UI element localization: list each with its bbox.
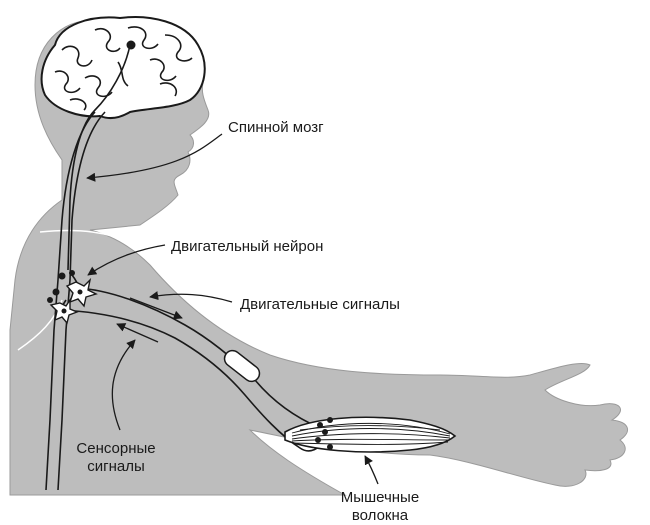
signal-arrows [116,297,183,343]
motor-axon [77,287,321,429]
nerve-bundle [223,349,261,383]
motor-neuron-soma [65,277,98,308]
body-silhouette [9,18,628,496]
motor-neuron-label: Двигательный нейрон [171,238,323,255]
sensory-neuron-soma [49,297,79,325]
motor-signals-leader [149,291,233,303]
muscle-fibers [284,416,457,453]
sensory-signals-leader [111,339,136,431]
motor-signals-label: Двигательные сигналы [240,296,400,313]
sensory-axon [61,309,326,452]
motor-neuron-leader [87,244,166,276]
sensory-signals-label-line2: сигналы [87,458,145,475]
muscle-fibers-label-line1: Мышечные [341,489,419,506]
motor-signal-arrow [129,297,183,320]
sensory-signal-arrow [116,323,159,343]
leader-lines [86,133,379,485]
spinal-cord-label: Спинной мозг [228,119,324,136]
spinal-cord-leader [86,133,223,182]
spinal-cord-line-outer [45,111,96,491]
muscle-fibers-leader [364,455,379,485]
sensory-signals-label-line1: Сенсорные [76,440,155,457]
synapse-dots [47,40,136,303]
descending-tract [67,44,131,271]
head-silhouette [9,18,628,496]
muscle-fibers-label-line2: волокна [352,507,409,524]
